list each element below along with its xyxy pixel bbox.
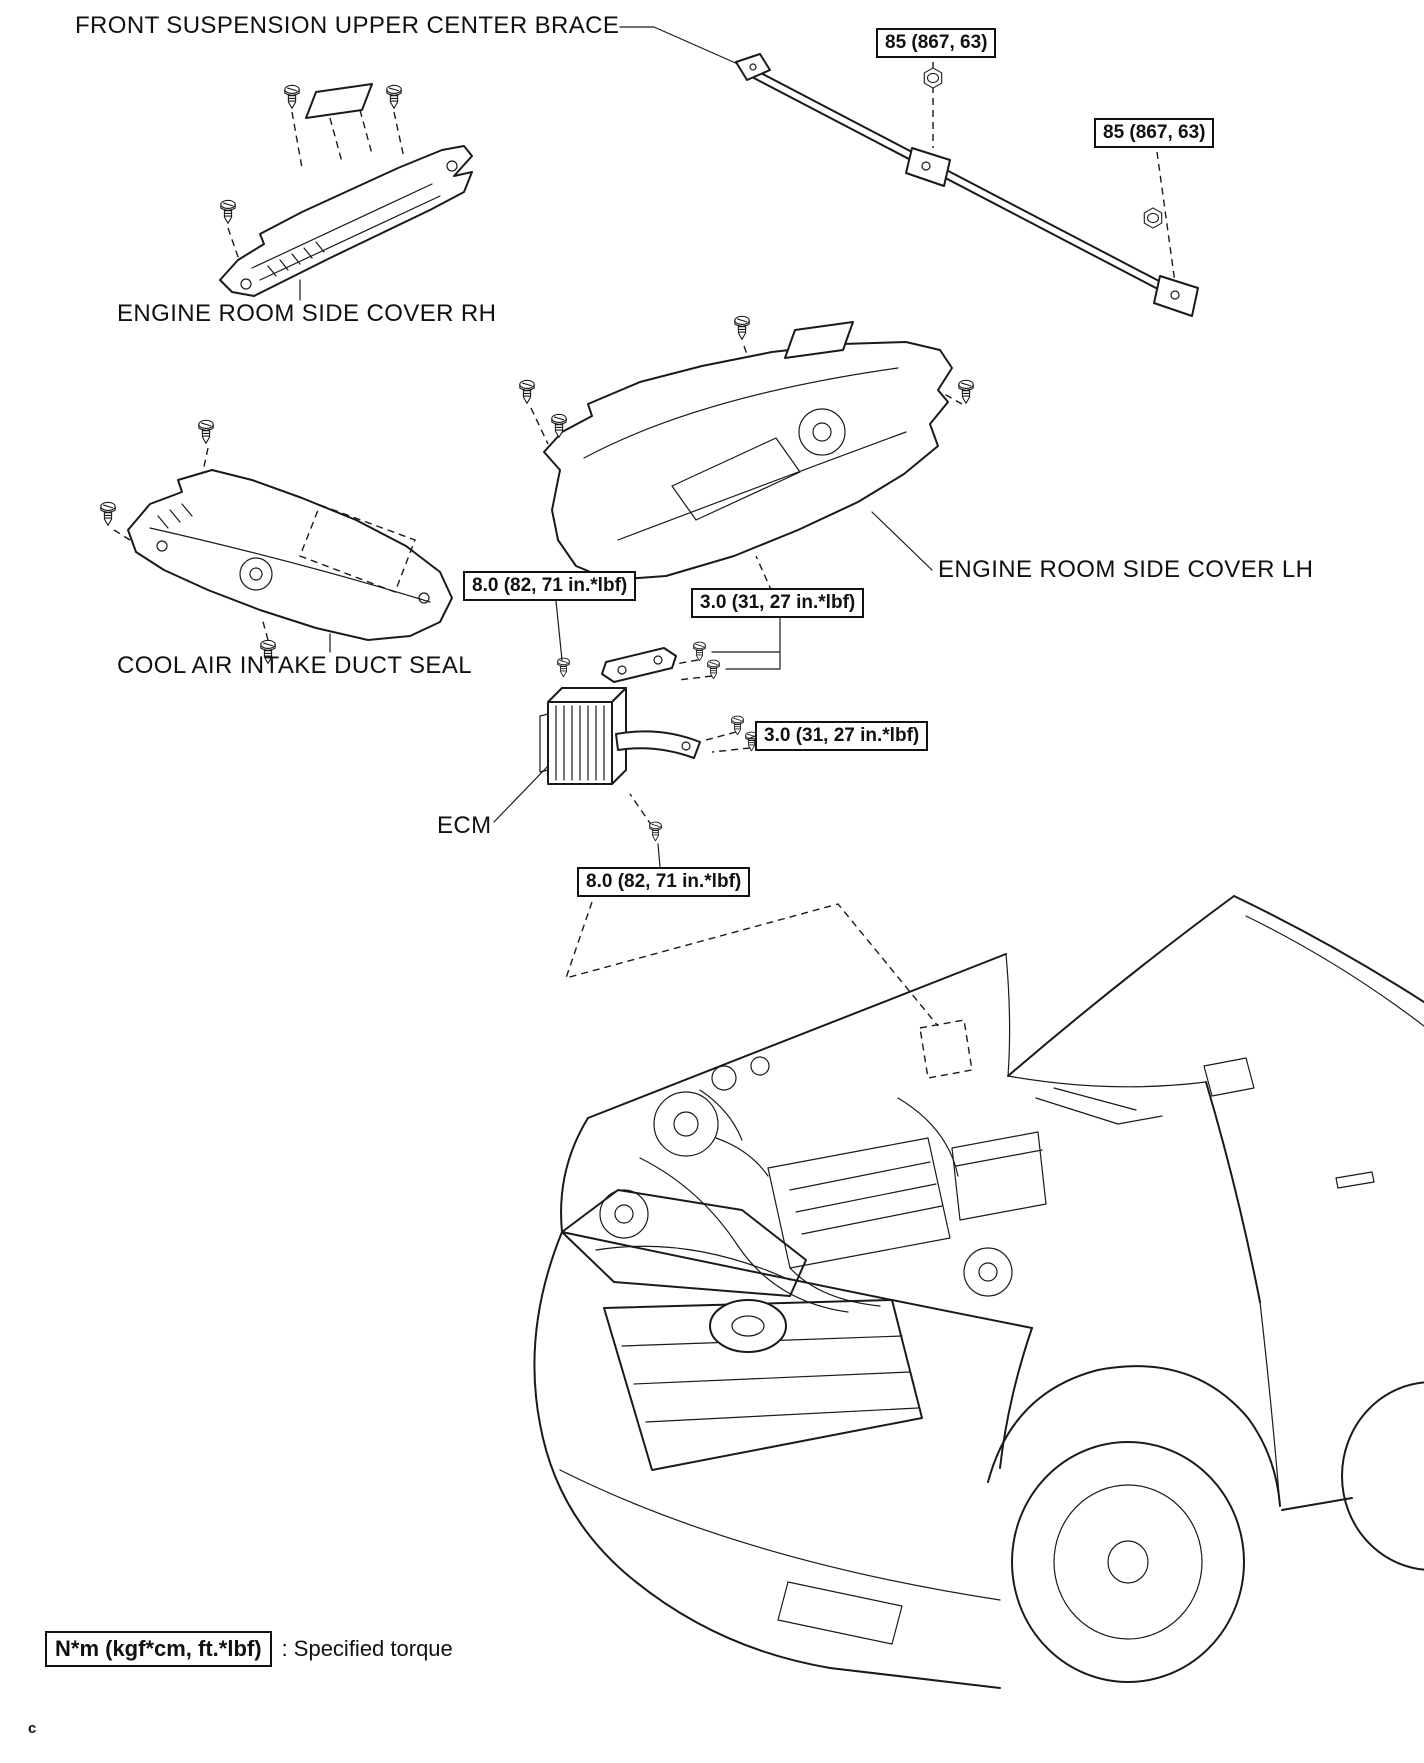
cover-rh-outline (219, 145, 473, 297)
bolt-icon (734, 315, 750, 340)
bolt-icon (220, 199, 236, 224)
cover-rh-drawing (219, 83, 473, 301)
torque-legend-description: : Specified torque (281, 1636, 453, 1661)
torque-box-ecm-nut-lower: 3.0 (31, 27 in.*lbf) (755, 721, 929, 751)
torque-box-brace-right: 85 (867, 63) (1094, 118, 1215, 148)
duct-seal-outline (127, 469, 453, 641)
bolt-icon (693, 641, 706, 662)
bolt-icon (557, 657, 570, 678)
torque-box-ecm-bolt-lower: 8.0 (82, 71 in.*lbf) (577, 867, 751, 897)
torque-box-brace-left: 85 (867, 63) (876, 28, 997, 58)
page-corner-mark: c (28, 1720, 37, 1737)
duct-seal-drawing (100, 419, 453, 664)
nut-icon (1143, 207, 1163, 229)
bolt-icon (284, 84, 300, 109)
ecm-drawing (493, 600, 939, 1027)
label-cool-air-intake-duct-seal: COOL AIR INTAKE DUCT SEAL (117, 652, 472, 679)
torque-legend-symbol: N*m (kgf*cm, ft.*lbf) (45, 1631, 272, 1667)
bolt-icon (198, 419, 214, 444)
cover-lh-outline (543, 341, 953, 581)
bolt-icon (386, 84, 402, 109)
label-ecm: ECM (437, 812, 492, 839)
torque-legend: N*m (kgf*cm, ft.*lbf) : Specified torque (45, 1631, 453, 1667)
bolt-icon (958, 379, 974, 404)
torque-box-ecm-bolt-upper: 8.0 (82, 71 in.*lbf) (463, 571, 637, 601)
label-engine-room-side-cover-rh: ENGINE ROOM SIDE COVER RH (117, 300, 497, 327)
bolt-icon (519, 379, 535, 404)
vehicle-drawing (533, 895, 1424, 1689)
cover-lh-drawing (519, 315, 974, 614)
label-front-suspension-upper-center-brace: FRONT SUSPENSION UPPER CENTER BRACE (75, 12, 620, 39)
bolt-icon (100, 501, 116, 526)
bolt-icon (649, 821, 662, 842)
torque-box-ecm-nut-upper: 3.0 (31, 27 in.*lbf) (691, 588, 865, 618)
label-engine-room-side-cover-lh: ENGINE ROOM SIDE COVER LH (938, 556, 1314, 583)
nut-icon (923, 67, 943, 89)
brace-drawing (619, 26, 1199, 317)
